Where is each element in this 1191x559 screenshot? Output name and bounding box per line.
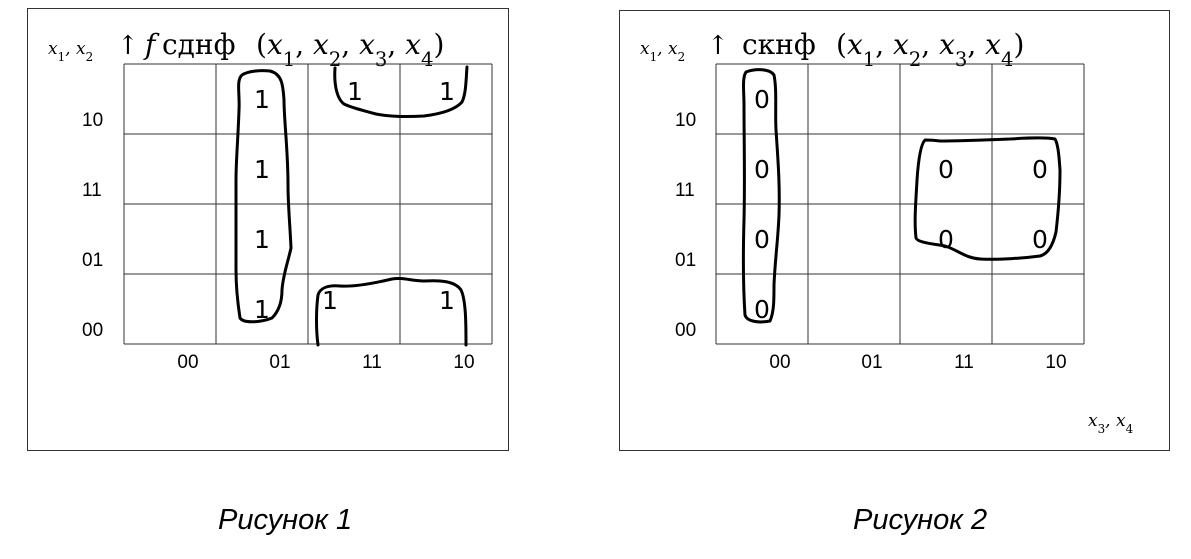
figure-1-title: x1, x2 ↑ f сднф (x1, x2, x3, x4) — [48, 28, 444, 71]
col-label: 11 — [954, 352, 974, 373]
col-vars-label: x3, x4 — [1088, 411, 1133, 436]
cell-value: 1 — [439, 77, 455, 106]
cell-value: 0 — [938, 155, 954, 184]
cell-value: 1 — [254, 155, 270, 184]
figure-1-frame — [27, 8, 509, 451]
arrow-up-icon: ↑ — [117, 31, 139, 61]
cell-value: 1 — [439, 286, 455, 315]
cell-value: 0 — [1032, 155, 1048, 184]
group-loop-bottom-corners — [315, 276, 468, 347]
row-label: 11 — [82, 180, 102, 201]
row-label: 10 — [82, 110, 103, 131]
row-label: 00 — [82, 320, 103, 341]
col-label: 00 — [769, 352, 790, 373]
col-label: 00 — [177, 352, 198, 373]
figure-2-caption: Рисунок 2 — [853, 504, 988, 536]
col-label: 11 — [362, 352, 382, 373]
cell-value: 0 — [1032, 225, 1048, 254]
function-name: сднф — [162, 28, 236, 61]
group-loop-col-01 — [234, 69, 293, 324]
figure-2-frame — [619, 10, 1170, 451]
function-args: (x1, x2, x3, x4) — [256, 28, 444, 71]
cell-value: 1 — [254, 295, 270, 324]
group-loop-col-00 — [741, 68, 781, 324]
row-label: 01 — [82, 250, 103, 271]
figure-1-row-labels: 10 11 01 00 — [82, 110, 103, 341]
function-args: (x1, x2, x3, x4) — [836, 28, 1024, 71]
row-label: 00 — [675, 320, 696, 341]
arrow-up-icon: ↑ — [707, 31, 729, 61]
cell-value: 0 — [754, 225, 770, 254]
cell-value: 1 — [322, 286, 338, 315]
cell-value: 1 — [254, 225, 270, 254]
col-label: 10 — [1045, 352, 1066, 373]
figure-2-col-labels: 00 01 11 10 — [769, 352, 1066, 373]
col-label: 10 — [453, 352, 474, 373]
row-vars-label: x1, x2 — [48, 39, 93, 64]
group-loop-middle-block — [913, 136, 1062, 261]
figure-2-grid — [715, 63, 1085, 345]
row-label: 11 — [675, 180, 695, 201]
col-label: 01 — [269, 352, 290, 373]
figure-2-title: x1, x2 ↑ скнф (x1, x2, x3, x4) — [640, 28, 1024, 71]
figure-1-cells: 1 1 1 1 1 1 1 1 — [254, 77, 455, 324]
group-loop-top-corners — [333, 65, 469, 119]
figure-1-caption: Рисунок 1 — [218, 504, 353, 536]
cell-value: 0 — [754, 155, 770, 184]
row-label: 10 — [675, 110, 696, 131]
cell-value: 0 — [754, 295, 770, 324]
row-vars-label: x1, x2 — [640, 39, 685, 64]
figure-1-grid — [123, 63, 493, 345]
cell-value: 1 — [347, 77, 363, 106]
row-label: 01 — [675, 250, 696, 271]
function-name: скнф — [742, 28, 816, 61]
col-label: 01 — [861, 352, 882, 373]
cell-value: 1 — [254, 85, 270, 114]
cell-value: 0 — [754, 85, 770, 114]
figure-1-col-labels: 00 01 11 10 — [177, 352, 474, 373]
figure-2-row-labels: 10 11 01 00 — [675, 110, 696, 341]
